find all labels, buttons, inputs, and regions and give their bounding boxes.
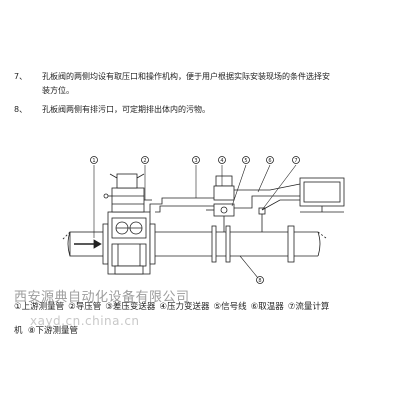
flow-arrow [74, 239, 102, 249]
legend-item-2: ②导压管 [68, 302, 102, 312]
legend-row-2: 机 ⑧下游测量管 [14, 326, 79, 336]
legend-item-4: ④压力变送器 [159, 302, 210, 312]
note-7-line1: 孔板阀的两侧均设有取压口和操作机构，便于用户根据实际安装现场的条件选择安 [42, 72, 330, 81]
flange-right [149, 223, 156, 265]
callout-2: 2 [143, 158, 146, 164]
note-8-line1: 孔板阀两侧有排污口，可定期排出体内的污物。 [42, 105, 210, 114]
callout-6: 6 [268, 158, 271, 164]
callout-4: 4 [220, 158, 223, 164]
flange-left [102, 223, 109, 265]
orifice-valve-installation-diagram: 1 2 3 4 5 6 7 8 [61, 156, 345, 284]
callout-8: 8 [258, 278, 261, 284]
signal-lines [234, 183, 301, 211]
callout-leaders [93, 164, 297, 279]
callout-3: 3 [194, 158, 197, 164]
downstream-pipe [155, 225, 327, 263]
operating-mechanism [103, 173, 152, 213]
note-8-number: 8、 [14, 105, 28, 114]
callout-7: 7 [294, 158, 297, 164]
temperature-sensor [258, 207, 266, 232]
legend-item-5: ⑤信号线 [213, 302, 247, 312]
legend-item-1: ①上游测量管 [14, 302, 65, 312]
legend-item-7: ⑦流量计算 [287, 302, 330, 312]
flow-computer [299, 177, 345, 213]
watermark-site: xayd.cn.china.cn [30, 314, 140, 328]
impulse-lines [149, 197, 226, 213]
legend: ①上游测量管 ②导压管 ③差压变送器 ④压力变送器 ⑤信号线 ⑥取温器 ⑦流量计… [14, 300, 394, 338]
note-7-line2: 装方位。 [42, 86, 74, 95]
legend-item-3: ③差压变送器 [105, 302, 156, 312]
callout-5: 5 [244, 158, 247, 164]
legend-row-1: ①上游测量管 ②导压管 ③差压变送器 ④压力变送器 ⑤信号线 ⑥取温器 ⑦流量计… [14, 300, 394, 314]
callout-1: 1 [92, 158, 95, 164]
legend-item-6: ⑥取温器 [250, 302, 284, 312]
note-7-number: 7、 [14, 72, 28, 81]
watermark-company: 西安源典自动化设备有限公司 [14, 290, 190, 305]
transmitters [206, 175, 235, 232]
orifice-valve-body [107, 211, 151, 275]
